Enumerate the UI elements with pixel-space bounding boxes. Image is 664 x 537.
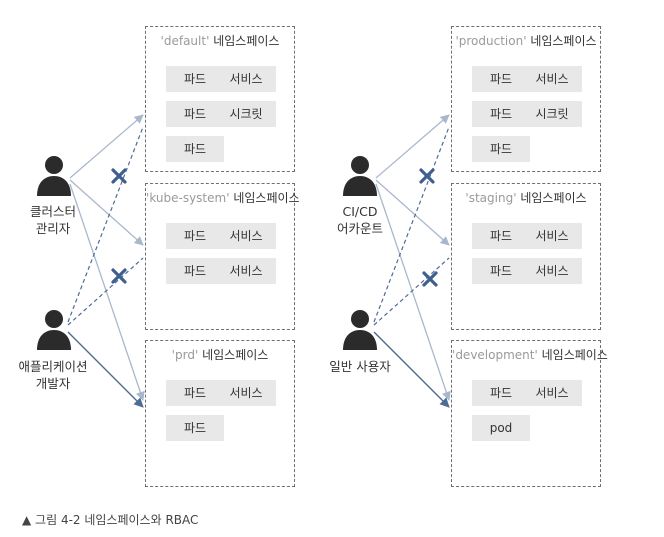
namespace-prd: 'prd' 네임스페이스 파드 서비스 파드 [145, 340, 295, 487]
cicd-to-staging-line [375, 179, 450, 246]
resource-pod: 파드 [166, 66, 224, 92]
namespace-title: 'default' 네임스페이스 [160, 34, 280, 48]
resource-pod: 파드 [166, 380, 224, 406]
namespace-title: 'production' 네임스페이스 [455, 34, 597, 48]
resource-service: 서비스 [216, 380, 276, 406]
namespace-staging: 'staging' 네임스페이스 파드 서비스 파드 서비스 [451, 183, 601, 330]
resource-service: 서비스 [522, 380, 582, 406]
dev-to-kube-system-denied-line [67, 257, 144, 326]
resource-pod: 파드 [472, 101, 530, 127]
person-icon [34, 154, 74, 198]
resource-pod: 파드 [472, 66, 530, 92]
namespace-title: 'development' 네임스페이스 [452, 348, 608, 362]
person-icon [34, 308, 74, 352]
resource-pod: pod [472, 415, 530, 441]
resource-pod: 파드 [166, 258, 224, 284]
resource-pod: 파드 [472, 136, 530, 162]
namespace-development: 'development' 네임스페이스 파드 서비스 pod [451, 340, 608, 487]
namespace-production: 'production' 네임스페이스 파드 서비스 파드 시크릿 파드 [451, 26, 601, 172]
resource-pod: 파드 [166, 415, 224, 441]
resource-service: 서비스 [522, 66, 582, 92]
resource-service: 서비스 [216, 66, 276, 92]
namespace-title: 'prd' 네임스페이스 [171, 348, 269, 362]
figure-caption: ▲ 그림 4-2 네임스페이스와 RBAC [22, 513, 199, 527]
cicd-to-development-line [375, 183, 451, 401]
admin-to-prd-line [69, 183, 145, 401]
resource-pod: 파드 [472, 258, 530, 284]
user-to-staging-denied-line [373, 257, 450, 326]
namespace-title: 'staging' 네임스페이스 [465, 191, 587, 205]
resource-secret: 시크릿 [522, 101, 582, 127]
cicd-to-production-line [375, 114, 450, 179]
resource-service: 서비스 [216, 223, 276, 249]
deny-x-icon [422, 271, 438, 287]
resource-pod: 파드 [472, 223, 530, 249]
deny-x-icon [419, 168, 435, 184]
dev-to-prd-line [67, 331, 144, 408]
deny-x-icon [111, 268, 127, 284]
resource-service: 서비스 [522, 223, 582, 249]
actor-label-general-user: 일반 사용자 [329, 359, 391, 374]
namespace-title: 'kube-system' 네임스페이스 [146, 191, 300, 205]
resource-pod: 파드 [166, 101, 224, 127]
resource-pod: 파드 [166, 223, 224, 249]
resource-pod: 파드 [472, 380, 530, 406]
resource-secret: 시크릿 [216, 101, 276, 127]
resource-service: 서비스 [522, 258, 582, 284]
person-icon [340, 154, 380, 198]
admin-to-default-line [69, 114, 144, 179]
resource-service: 서비스 [216, 258, 276, 284]
admin-to-kube-system-line [69, 179, 144, 246]
user-to-development-line [373, 331, 450, 408]
namespace-kube-system: 'kube-system' 네임스페이스 파드 서비스 파드 서비스 [145, 183, 300, 330]
resource-pod: 파드 [166, 136, 224, 162]
deny-x-icon [111, 168, 127, 184]
person-icon [340, 308, 380, 352]
namespace-default: 'default' 네임스페이스 파드 서비스 파드 시크릿 파드 [145, 26, 295, 172]
